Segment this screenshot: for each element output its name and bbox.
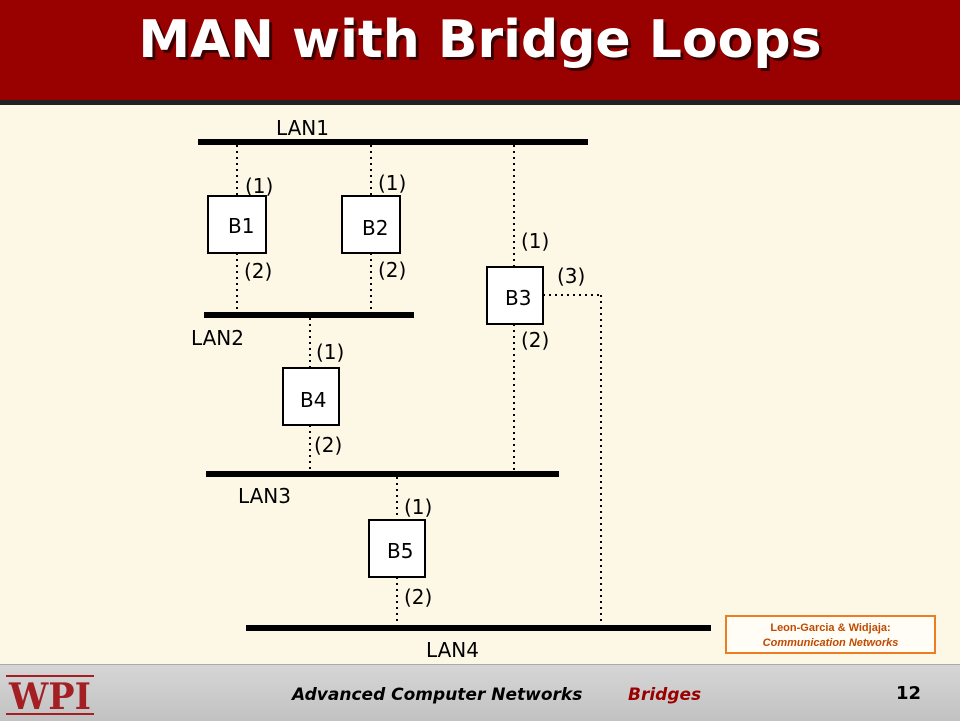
page-number: 12 xyxy=(896,683,922,704)
wpi-logo: WPI xyxy=(6,675,94,717)
wpi-logo-text: WPI xyxy=(8,676,91,717)
b5-port-1-label: (1) xyxy=(404,495,432,519)
bridge-b4-box xyxy=(282,367,340,426)
bridge-b5-box xyxy=(368,519,426,578)
citation-box: Leon-Garcia & Widjaja: Communication Net… xyxy=(725,615,936,654)
b4-port-1-label: (1) xyxy=(316,340,344,364)
lan1-label: LAN1 xyxy=(276,116,329,140)
b1-port-1-label: (1) xyxy=(245,174,273,198)
b2-port-2-label: (2) xyxy=(378,258,406,282)
footer-bar: WPI Advanced Computer Networks Bridges 1… xyxy=(0,664,960,721)
slide-title: MAN with Bridge Loops xyxy=(138,10,822,70)
b3-port-3-label: (3) xyxy=(557,264,585,288)
b3-port-2-label: (2) xyxy=(521,328,549,352)
bridge-b1-box xyxy=(207,195,267,254)
b4-port-2-label: (2) xyxy=(314,433,342,457)
b3-port-1-label: (1) xyxy=(521,229,549,253)
citation-book: Communication Networks xyxy=(762,637,899,649)
diagram-canvas: LAN1 LAN2 LAN3 LAN4 B1 B2 B3 B4 B5 (1) (… xyxy=(191,116,711,662)
b2-port-1-label: (1) xyxy=(378,171,406,195)
lan2-label: LAN2 xyxy=(191,326,244,350)
title-bar: MAN with Bridge Loops xyxy=(0,0,960,105)
footer-topic: Bridges xyxy=(628,685,702,705)
network-diagram: LAN1 LAN2 LAN3 LAN4 B1 B2 B3 B4 B5 (1) (… xyxy=(0,105,960,665)
citation-authors: Leon-Garcia & Widjaja: xyxy=(770,622,891,634)
lan4-label: LAN4 xyxy=(426,638,479,662)
b5-port-2-label: (2) xyxy=(404,585,432,609)
bridge-b3-box xyxy=(486,266,544,325)
bridge-b3-label: B3 xyxy=(505,286,531,310)
bridge-b5-label: B5 xyxy=(387,539,413,563)
bridge-b4-label: B4 xyxy=(300,388,326,412)
bridge-b2-box xyxy=(341,195,401,254)
lan3-label: LAN3 xyxy=(238,484,291,508)
bridge-b2-label: B2 xyxy=(362,216,388,240)
bridge-b1-label: B1 xyxy=(228,214,254,238)
b1-port-2-label: (2) xyxy=(244,259,272,283)
footer-course-title: Advanced Computer Networks xyxy=(292,685,583,705)
